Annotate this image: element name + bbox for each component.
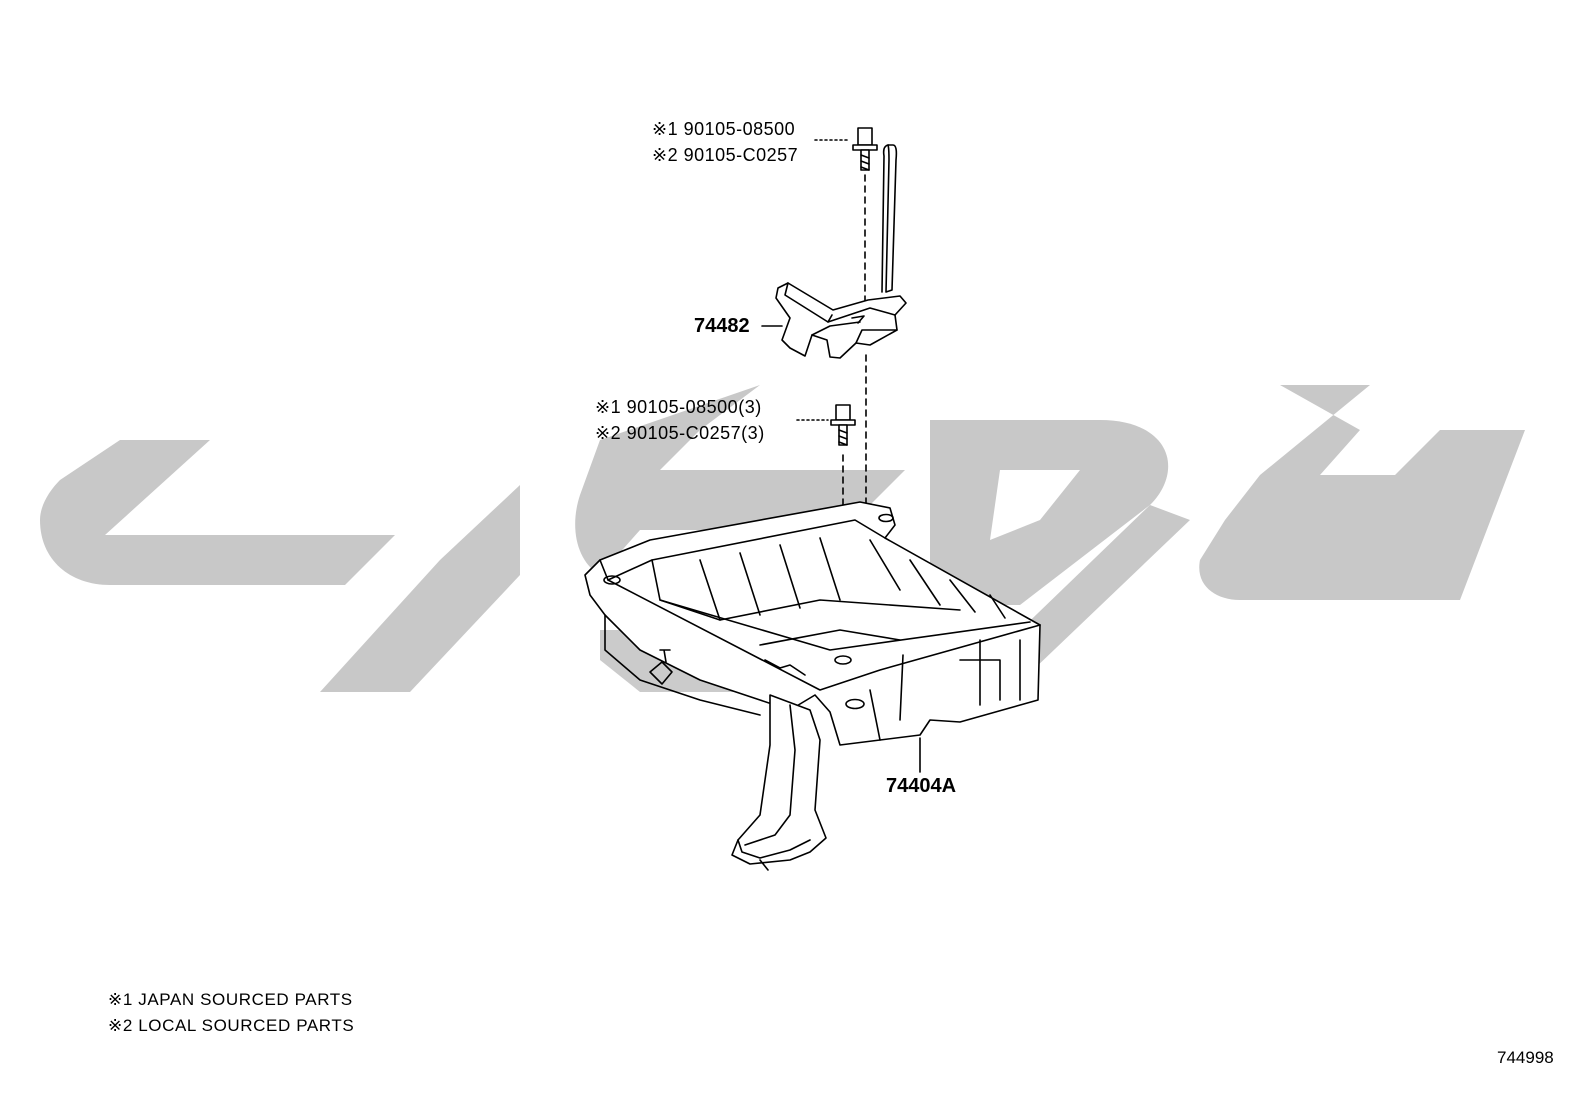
- clamp-rod: [881, 144, 898, 293]
- clamp-part-number: 74482: [694, 315, 750, 337]
- lower-bolt-part-number-local: ※2 90105-C0257(3): [595, 423, 765, 443]
- legend-note-japan: ※1 JAPAN SOURCED PARTS: [108, 990, 353, 1009]
- legend-note-local: ※2 LOCAL SOURCED PARTS: [108, 1016, 355, 1035]
- watermark-glyph-6: [1199, 385, 1525, 600]
- battery-clamp-74482: [775, 282, 907, 359]
- line-art: [584, 127, 1041, 871]
- tray-part-number: 74404A: [886, 775, 957, 797]
- upper-bolt: [852, 127, 878, 171]
- watermark-glyph-4: [930, 420, 1169, 605]
- lower-bolt-part-number-japan: ※1 90105-08500(3): [595, 397, 762, 417]
- watermark-glyph-5: [940, 505, 1190, 692]
- watermark-glyph-1: [40, 440, 395, 585]
- lower-bolt: [830, 404, 856, 446]
- upper-bolt-part-number-local: ※2 90105-C0257: [652, 145, 799, 165]
- battery-tray-74404A: [584, 501, 1041, 746]
- upper-bolt-part-number-japan: ※1 90105-08500: [652, 119, 796, 139]
- watermark-glyph-2: [320, 485, 520, 692]
- illustration-code: 744998: [1497, 1048, 1554, 1067]
- watermark-glyph-4-loop: [990, 470, 1080, 540]
- tray-support-leg: [731, 694, 827, 871]
